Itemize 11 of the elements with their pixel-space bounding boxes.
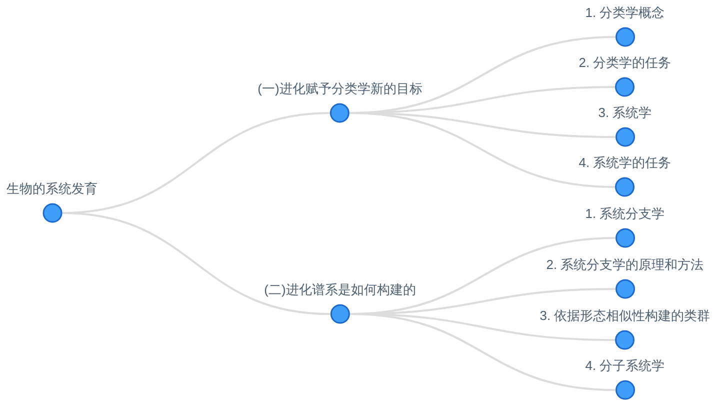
node-label: 1. 系统分支学 [585,205,665,222]
node-label: 2. 分类学的任务 [578,54,672,71]
node-label: (二)进化谱系是如何构建的 [264,281,416,298]
node-label: 4. 系统学的任务 [578,154,672,171]
node-label: 生物的系统发育 [6,180,98,197]
node-label: 4. 分子系统学 [585,357,665,374]
node-label: 3. 依据形态相似性构建的类群 [540,307,710,324]
node-label: 1. 分类学概念 [585,4,665,21]
node-label: 2. 系统分支学的原理和方法 [546,256,704,273]
node-label: 3. 系统学 [598,104,652,121]
node-label: (一)进化赋予分类学新的目标 [258,80,422,97]
